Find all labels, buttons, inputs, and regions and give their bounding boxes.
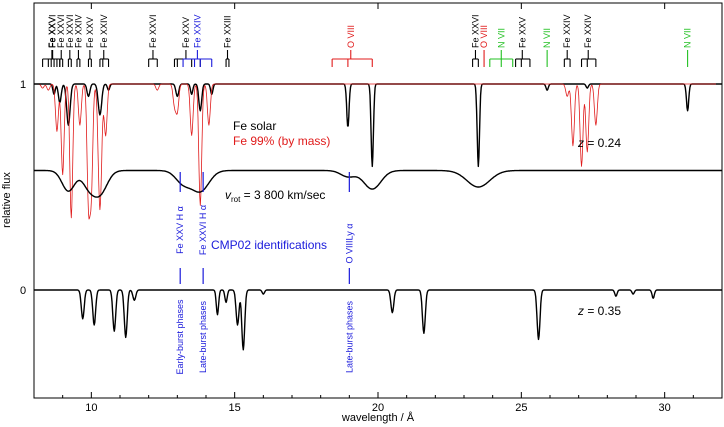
- spectrum-line-4: [33, 289, 723, 351]
- series-group: [33, 83, 723, 351]
- cmp02-label-0: Fe XXV H α: [175, 206, 185, 254]
- cmp02-label-2: O VIII: [344, 240, 354, 263]
- vrot-label: vrot = 3 800 km/sec: [225, 188, 325, 204]
- line-id-label-7: Fe XXVI: [148, 14, 158, 48]
- z-value-top: = 0.24: [584, 136, 621, 150]
- line-id-label-19: N VII: [683, 28, 693, 48]
- line-id-label-5: Fe XXV: [85, 17, 95, 48]
- line-id-label-1: Fe XXVI: [48, 14, 58, 48]
- y-axis-title: relative flux: [1, 172, 13, 228]
- x-axis-title: wavelength / Å: [341, 411, 415, 424]
- vrot-value: = 3 800 km/sec: [240, 188, 325, 202]
- line-id-label-14: N VII: [496, 28, 506, 48]
- cmp02-phase-0: Early-burst phases: [175, 299, 185, 375]
- x-tick-label-4: 30: [659, 402, 671, 414]
- z-label-bottom: z = 0.35: [577, 304, 621, 318]
- legend-fe-solar: Fe solar: [233, 119, 276, 133]
- vrot-symbol: v: [225, 188, 232, 202]
- z-symbol-bottom: z: [577, 304, 584, 318]
- cmp02-label: CMP02 identifications: [211, 238, 327, 252]
- y-tick-label-0: 1: [20, 79, 26, 91]
- z-label-top: z = 0.24: [577, 136, 621, 150]
- line-id-label-17: Fe XXIV: [562, 14, 572, 48]
- line-id-label-8: Fe XXV: [181, 17, 191, 48]
- cmp02-phase-1: Late-burst phases: [198, 300, 208, 373]
- line-id-label-2: Fe XXVI: [56, 14, 66, 48]
- y-tick-label-1: 0: [20, 285, 26, 297]
- spectrum-line-3: [33, 169, 723, 198]
- spectrum-line-2: [34, 83, 722, 220]
- line-id-label-16: N VII: [542, 28, 552, 48]
- line-id-label-3: Fe XXVI: [65, 14, 75, 48]
- line-id-label-11: O VIII: [346, 25, 356, 48]
- line-id-label-13: O VIII: [479, 25, 489, 48]
- x-tick-label-0: 10: [85, 402, 97, 414]
- x-tick-label-3: 25: [515, 402, 527, 414]
- line-id-label-9: Fe XXIV: [192, 14, 202, 48]
- vrot-subscript: rot: [231, 195, 241, 204]
- x-tick-label-2: 20: [372, 402, 384, 414]
- spectrum-line-1: [33, 83, 723, 168]
- line-id-label-10: Fe XXIII: [223, 15, 233, 48]
- line-id-label-12: Fe XXVI: [471, 14, 481, 48]
- line-id-label-15: Fe XXV: [517, 17, 527, 48]
- z-value-bottom: = 0.35: [584, 304, 621, 318]
- line-id-label-18: Fe XXIV: [583, 14, 593, 48]
- cmp02-label-top-2: Ly α: [344, 224, 354, 241]
- line-id-label-0: Fe XXV: [47, 17, 57, 48]
- legend-fe-99: Fe 99% (by mass): [233, 134, 330, 148]
- line-id-label-6: Fe XXIV: [99, 14, 109, 48]
- cmp02-identifications: Fe XXV H α Early-burst phases Fe XXVI H α L…: [175, 172, 354, 375]
- line-id-label-4: Fe XXIV: [73, 14, 83, 48]
- plot-frame: [33, 2, 723, 399]
- cmp02-label-1: Fe XXVI H α: [198, 205, 208, 255]
- z-symbol-top: z: [577, 136, 584, 150]
- x-tick-label-1: 15: [229, 402, 241, 414]
- cmp02-phase-2: Late-burst phases: [344, 300, 354, 373]
